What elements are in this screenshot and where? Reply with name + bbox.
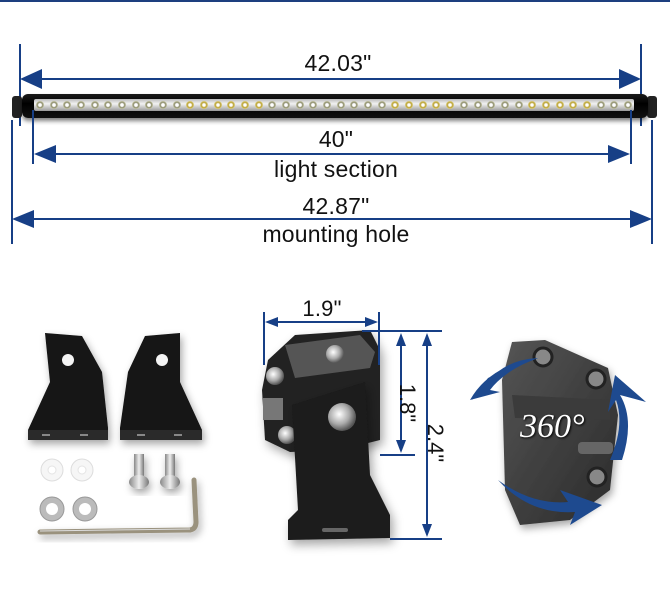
arrow-left-icon [34, 145, 56, 163]
housing-back [502, 340, 618, 525]
overall-right-tick [640, 44, 642, 126]
led-icon [186, 101, 195, 109]
led-icon [500, 101, 509, 109]
rotation-illustration [470, 340, 646, 525]
led-lens-strip [34, 99, 634, 111]
light-section-label: light section [273, 156, 399, 182]
led-icon [309, 101, 318, 109]
side-profile-illustration [262, 312, 442, 540]
rubber-grommets [40, 458, 94, 482]
body-height-label: 1.8" [395, 383, 421, 423]
led-icon [446, 101, 455, 109]
led-icon [569, 101, 578, 109]
arrow-left-icon [20, 69, 42, 89]
top-border-line [0, 0, 670, 2]
led-icon [282, 101, 291, 109]
led-icon [610, 101, 619, 109]
overall-left-tick [19, 44, 21, 126]
led-icon [596, 101, 605, 109]
led-icon [555, 101, 564, 109]
led-icon [159, 101, 168, 109]
bar-end-mount-right [647, 96, 657, 118]
led-icon [118, 101, 127, 109]
led-icon [227, 101, 236, 109]
led-icon [241, 101, 250, 109]
led-icon [172, 101, 181, 109]
hardware-kit-illustration [28, 333, 202, 535]
light-section-dimension-line [52, 153, 612, 155]
led-icon [377, 101, 386, 109]
led-icon [405, 101, 414, 109]
arrow-right-icon [608, 145, 630, 163]
led-icon [131, 101, 140, 109]
led-icon [77, 101, 86, 109]
led-icon [473, 101, 482, 109]
led-icon [145, 101, 154, 109]
led-icon [63, 101, 72, 109]
led-icon [295, 101, 304, 109]
led-icon [254, 101, 263, 109]
arrow-right-icon [619, 69, 641, 89]
total-height-label: 2.4" [423, 423, 449, 463]
led-icon [350, 101, 359, 109]
overall-length-label: 42.03" [304, 50, 372, 76]
mounting-hole-label: mounting hole [262, 221, 410, 247]
mounting-hole-dimension-line [32, 218, 632, 220]
light-section-left-tick [32, 110, 34, 164]
overall-dimension-line [40, 78, 620, 80]
led-icon [36, 101, 44, 109]
led-icon [391, 101, 400, 109]
width-label: 1.9" [302, 296, 342, 321]
led-icon [487, 101, 496, 109]
led-icon [418, 101, 427, 109]
led-icon [336, 101, 345, 109]
led-light-bar [22, 94, 648, 118]
side-profile-dimensions: 1.9" 1.8" 2.4" [230, 290, 460, 584]
button-head-bolts [129, 454, 180, 489]
mounting-hole-right-tick [651, 120, 653, 244]
led-icon [514, 101, 523, 109]
mounting-hardware-kit [0, 300, 230, 584]
light-section-right-tick [630, 110, 632, 164]
led-icon [200, 101, 209, 109]
led-icon [459, 101, 468, 109]
mounting-bracket-side [288, 382, 390, 540]
bracket-right [120, 333, 202, 440]
mounting-hole-value: 42.87" [302, 193, 370, 219]
led-icon [104, 101, 113, 109]
led-icon [90, 101, 99, 109]
light-section-value: 40" [318, 126, 354, 152]
led-icon [323, 101, 332, 109]
bar-end-mount-left [12, 96, 22, 118]
led-icon [49, 101, 58, 109]
bracket-left [28, 333, 108, 440]
led-icon [623, 101, 632, 109]
led-icon [432, 101, 441, 109]
flat-washers [39, 496, 98, 522]
led-icon [582, 101, 591, 109]
arrow-left-icon [12, 210, 34, 228]
rotation-view: 360° [460, 320, 670, 540]
led-icon [541, 101, 550, 109]
rotation-label: 360° [520, 408, 585, 445]
hex-key [37, 477, 199, 535]
mounting-hole-left-tick [11, 120, 13, 244]
led-icon [364, 101, 373, 109]
led-icon [528, 101, 537, 109]
led-icon [213, 101, 222, 109]
rotation-arrow-icons [470, 358, 646, 525]
led-icon [268, 101, 277, 109]
arrow-right-icon [630, 210, 652, 228]
